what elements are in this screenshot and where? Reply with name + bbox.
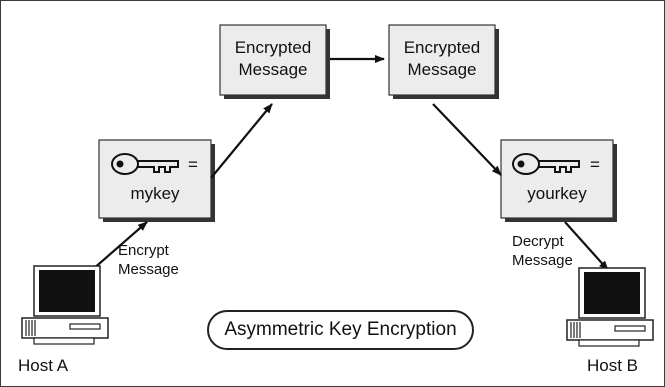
equals-sign: =	[188, 155, 198, 174]
box-mykey	[98, 139, 215, 222]
arrow-icon	[432, 103, 502, 176]
equals-sign: =	[590, 155, 600, 174]
diagram-title: Asymmetric Key Encryption	[207, 310, 474, 350]
yourkey-label: yourkey	[527, 184, 587, 203]
encrypt-label-line2: Message	[118, 261, 179, 278]
encrypt-label-line1: Encrypt	[118, 242, 169, 259]
arrow-icon	[564, 221, 609, 271]
computer-icon	[21, 265, 109, 345]
arrow-icon	[91, 221, 148, 271]
encrypted-message-2-line1: Encrypted	[403, 38, 481, 57]
encrypted-message-2-line2: Message	[407, 60, 477, 79]
encrypted-message-1-line2: Message	[238, 60, 308, 79]
box-encrypted-message-1	[219, 24, 330, 99]
computer-icon	[566, 267, 654, 347]
host-a-label: Host A	[18, 356, 69, 375]
mykey-label: mykey	[130, 184, 180, 203]
decrypt-label-line1: Decrypt	[512, 233, 564, 250]
host-b-label: Host B	[587, 356, 639, 375]
encrypted-message-1-line1: Encrypted	[234, 38, 312, 57]
key-icon	[512, 153, 580, 175]
arrow-icon	[210, 103, 273, 179]
box-yourkey	[500, 139, 617, 222]
decrypt-label-line2: Message	[512, 252, 573, 269]
box-encrypted-message-2	[388, 24, 499, 99]
key-icon	[111, 153, 179, 175]
